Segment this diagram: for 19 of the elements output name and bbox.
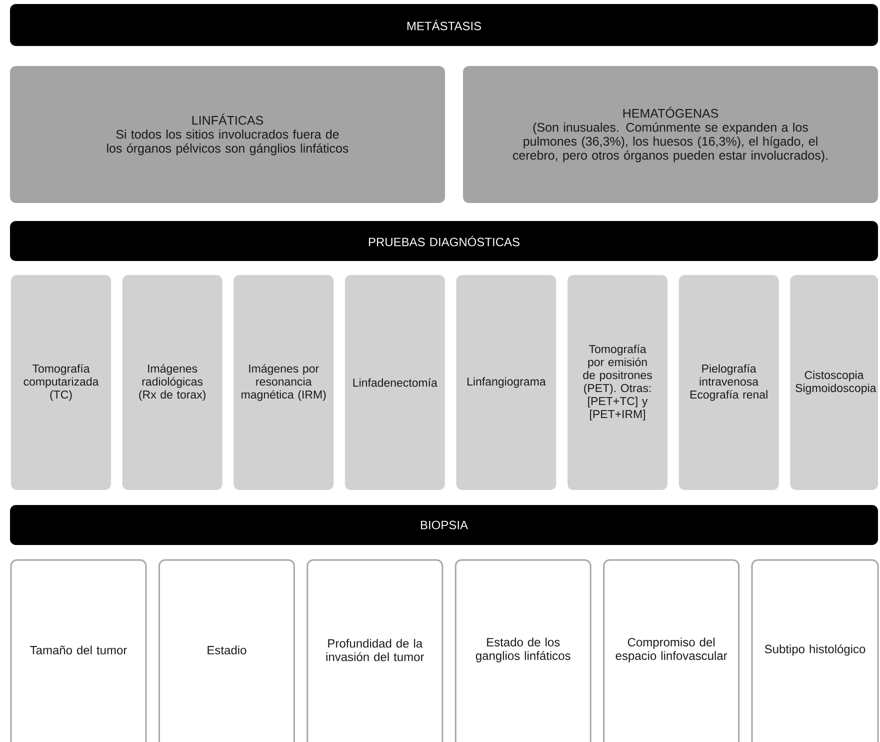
biopsy-box: Compromiso del espacio linfovascular [603, 559, 740, 742]
test-box: Tomografía computarizada (TC) [11, 275, 111, 490]
test-box: Linfadenectomía [344, 275, 445, 490]
category-box: HEMATÓGENAS (Son inusuales. Comúnmente se expanden a los pulmones (36,3%), los huesos (16,3%), el hígado, el cerebro, pero otros órganos pueden estar involucrados). [463, 66, 878, 203]
test-box: Cistoscopia Sigmoidoscopia [790, 275, 878, 490]
biopsy-box: Subtipo histológico [751, 559, 879, 742]
biopsy-box: Tamaño del tumor [10, 559, 147, 742]
test-box: Imágenes por resonancia magnética (IRM) [234, 275, 334, 490]
section-header-bar: BIOPSIA [10, 505, 878, 545]
category-box: LINFÁTICAS Si todos los sitios involucrados fuera de los órganos pélvicos son gánglios linfáticos [10, 66, 445, 203]
test-box: Imágenes radiológicas (Rx de torax) [122, 275, 222, 490]
test-box: Tomografía por emisión de positrones (PET). Otras: [PET+TC] y [PET+IRM] [568, 275, 668, 490]
test-box: Pielografía intravenosa Ecografía renal [678, 275, 779, 490]
biopsy-box: Estadio [158, 559, 295, 742]
section-header-bar: METÁSTASIS [10, 4, 878, 46]
section-header-bar: PRUEBAS DIAGNÓSTICAS [10, 221, 878, 261]
test-box: Linfangiograma [456, 275, 556, 490]
biopsy-box: Estado de los ganglios linfáticos [454, 559, 592, 742]
biopsy-box: Profundidad de la invasión del tumor [306, 559, 444, 742]
